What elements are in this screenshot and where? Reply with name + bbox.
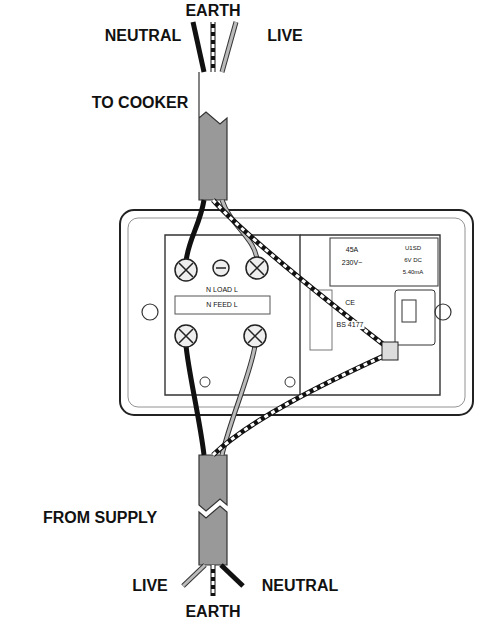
supply-earth-wire (211, 565, 216, 596)
wire-label: EARTH (185, 2, 240, 20)
wire-label: LIVE (267, 27, 303, 45)
neon-indicator (395, 290, 435, 345)
load-earth-wire (213, 200, 388, 348)
screw-slots (179, 261, 264, 343)
earth-wire-stripe (212, 22, 215, 72)
terminal-screws (175, 257, 268, 347)
load-earth-stripe (213, 200, 388, 348)
cooker-cable-sheath (199, 72, 227, 200)
fixing-hole (142, 304, 158, 320)
rating-label (330, 238, 438, 286)
switch-body (300, 235, 440, 395)
switch-rocker (402, 300, 416, 322)
supply-cable-sheath (199, 455, 227, 565)
feed-earth-stripe (213, 354, 388, 455)
screw (285, 377, 295, 387)
switch-plate (120, 210, 473, 415)
load-neutral-wire (186, 200, 204, 262)
earth-terminal (382, 342, 398, 360)
fixing-hole (435, 304, 451, 320)
earth-wire (211, 22, 216, 72)
rating-text: 230V~ (341, 259, 363, 267)
screw (200, 377, 210, 387)
wire-label: EARTH (185, 603, 240, 621)
terminal-label: N FEED L (205, 301, 239, 309)
terminal-divider (175, 296, 270, 314)
rating-text: 45A (345, 246, 359, 254)
feed-live-wire (222, 345, 255, 455)
rating-text: 6V DC (404, 257, 422, 264)
live-wire (222, 22, 236, 72)
supply-live-core (183, 565, 205, 586)
feed-earth-wire (213, 354, 388, 455)
cable-label: TO COOKER (92, 94, 189, 112)
cable-label: FROM SUPPLY (43, 509, 157, 527)
mark-text: CE (344, 299, 356, 307)
mark-text: BS 4177 (336, 321, 365, 329)
feed-neutral-wire (186, 345, 204, 455)
supply-live-wire (183, 565, 205, 586)
feed-live-wire-core (222, 345, 255, 455)
rating-text: 5.40mA (403, 269, 424, 276)
load-live-wire (222, 200, 257, 260)
wire-label: NEUTRAL (262, 577, 338, 595)
live-wire-core (222, 22, 236, 72)
wire-label: LIVE (132, 577, 168, 595)
supply-earth-stripe (212, 565, 215, 596)
wire-label: NEUTRAL (105, 27, 181, 45)
neutral-wire (193, 22, 204, 72)
terminal-label: N LOAD L (205, 286, 239, 294)
plate-inner-edge (128, 218, 465, 407)
supply-neutral-wire (221, 565, 243, 586)
load-live-wire-core (222, 200, 257, 260)
rating-text: U1SD (405, 245, 421, 252)
